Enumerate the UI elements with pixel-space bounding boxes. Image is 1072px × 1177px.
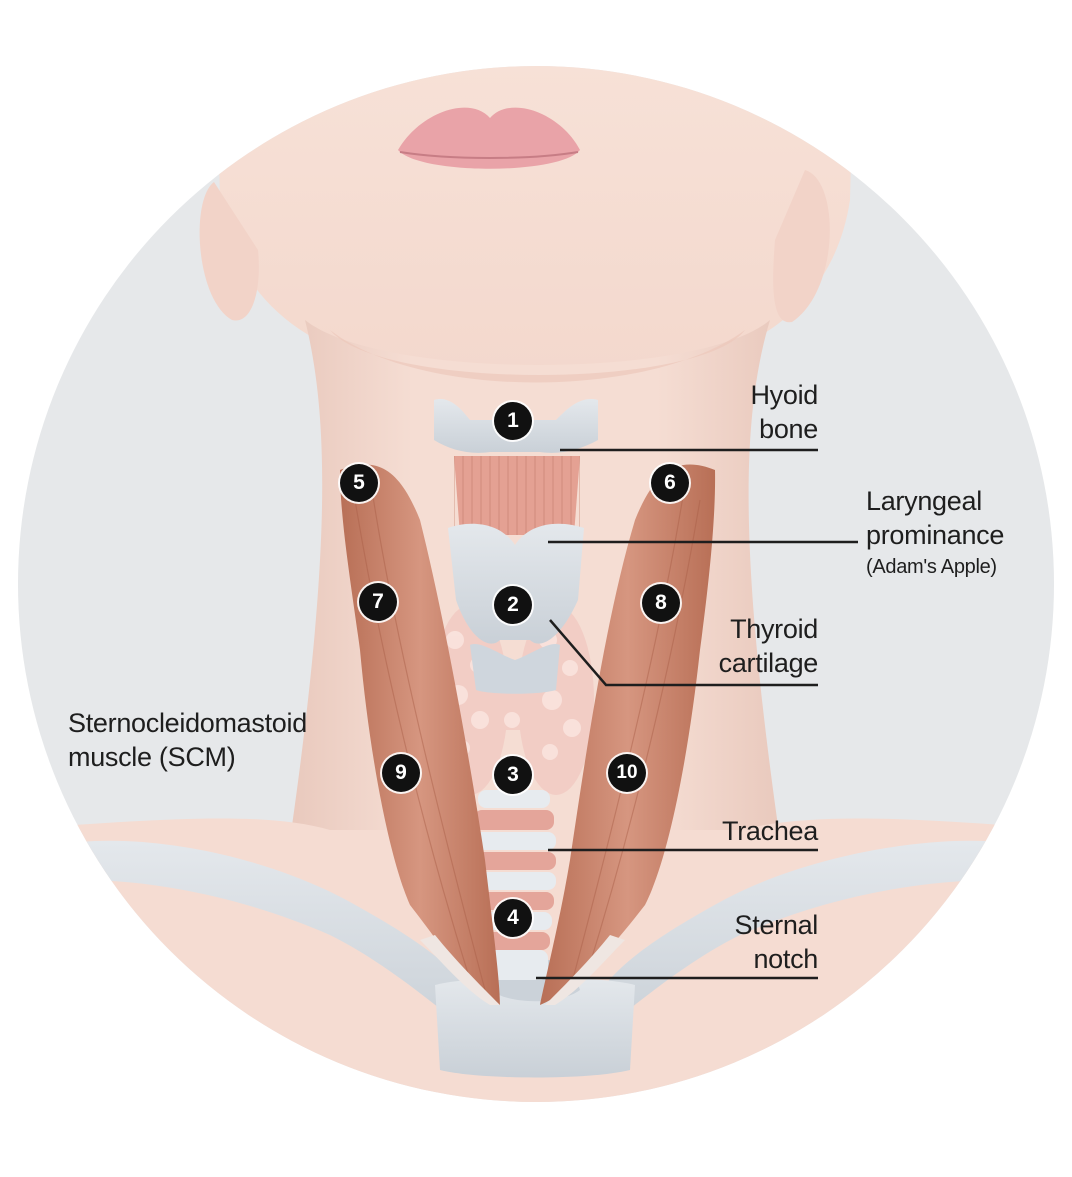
scm-label-line2: muscle (SCM) bbox=[68, 742, 236, 772]
hyoid-bone-label: Hyoid bone bbox=[680, 378, 818, 446]
scm-label-line1: Sternocleidomastoid bbox=[68, 708, 307, 738]
hyoid-bone-label-line2: bone bbox=[759, 414, 818, 444]
adams-apple-note: (Adam's Apple) bbox=[866, 556, 997, 578]
trachea-label: Trachea bbox=[680, 814, 818, 848]
marker-9: 9 bbox=[382, 754, 420, 792]
marker-8: 8 bbox=[642, 584, 680, 622]
sternal-notch-label: Sternal notch bbox=[680, 908, 819, 976]
laryngeal-prominence-label-line2: prominance bbox=[866, 520, 1005, 550]
laryngeal-prominence-label: Laryngeal prominance (Adam's Apple) bbox=[866, 484, 1056, 582]
hyoid-bone-label-line1: Hyoid bbox=[750, 380, 818, 410]
trachea-label-text: Trachea bbox=[722, 816, 818, 846]
marker-7: 7 bbox=[359, 583, 397, 621]
scm-label: Sternocleidomastoid muscle (SCM) bbox=[68, 706, 368, 774]
marker-6: 6 bbox=[651, 464, 689, 502]
marker-2: 2 bbox=[494, 586, 532, 624]
marker-1: 1 bbox=[494, 402, 532, 440]
thyroid-cartilage-label-line1: Thyroid bbox=[730, 614, 818, 644]
laryngeal-prominence-label-line1: Laryngeal bbox=[866, 486, 982, 516]
marker-5: 5 bbox=[340, 464, 378, 502]
thyroid-cartilage-label: Thyroid cartilage bbox=[660, 612, 819, 680]
marker-10: 10 bbox=[608, 754, 646, 792]
sternal-notch-label-line2: notch bbox=[753, 944, 818, 974]
marker-3: 3 bbox=[494, 756, 532, 794]
thyroid-cartilage-label-line2: cartilage bbox=[718, 648, 819, 678]
marker-4: 4 bbox=[494, 899, 532, 937]
sternal-notch-label-line1: Sternal bbox=[734, 910, 819, 940]
